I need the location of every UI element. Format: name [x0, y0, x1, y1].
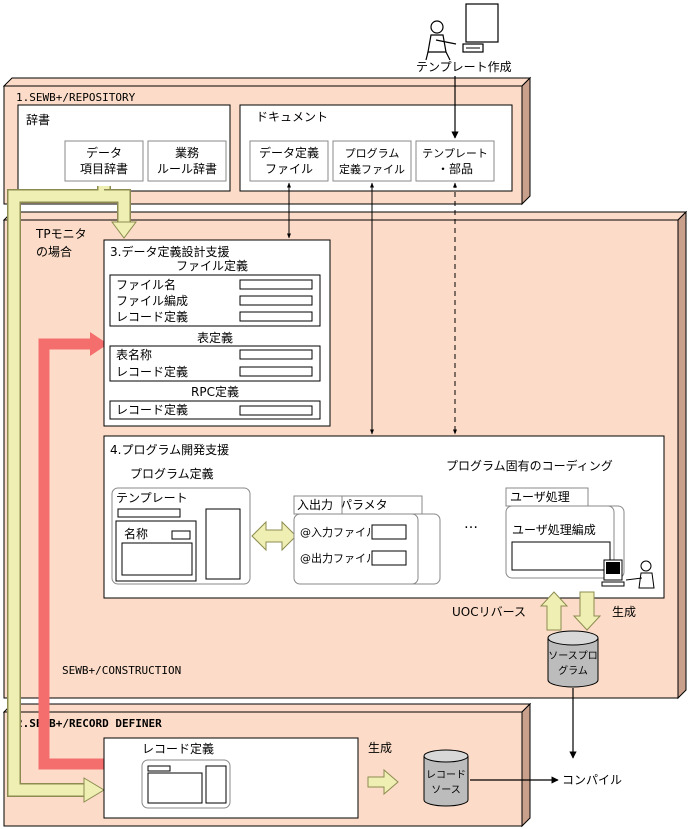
template-name-content: [121, 542, 193, 576]
data-def-file-box: [249, 140, 329, 182]
input-file-field: [371, 524, 407, 540]
output-file-label: @出力ファイル: [300, 551, 377, 565]
dictionary-flow-arrow: [7, 186, 137, 803]
file-name-field: [239, 279, 313, 290]
record-source-line1: レコード: [426, 770, 466, 781]
file-def-title: ファイル定義: [176, 258, 248, 273]
coder-figure-icon: [601, 559, 655, 589]
table-def-row-table-name: 表名称: [116, 347, 152, 362]
io-tab: [293, 495, 343, 515]
document-title: ドキュメント: [256, 110, 328, 124]
template-parts-box: [415, 140, 495, 182]
developer-figure-icon: [425, 20, 457, 61]
program-def-file-box: [332, 140, 412, 182]
data-def-file-line2: ファイル: [265, 162, 313, 176]
unique-coding-label: プログラム固有のコーディング: [446, 458, 613, 473]
rpc-def-row-record-def: レコード定義: [116, 402, 188, 417]
record-source-cylinder: [423, 749, 469, 807]
program-def-file-line1: プログラム: [345, 146, 400, 160]
io-tab-label: 入出力: [297, 498, 333, 512]
template-side-panel: [205, 508, 241, 580]
dictionary-title: 辞書: [26, 112, 50, 127]
data-def-support-title: 3.データ定義設計支援: [110, 244, 229, 259]
file-def-row-record-def: レコード定義: [116, 309, 188, 324]
output-file-field: [371, 550, 407, 566]
source-program-line2: グラム: [558, 664, 588, 677]
ellipsis: …: [464, 516, 478, 532]
data-def-support-box: [103, 239, 331, 427]
record-def-flow-arrow: [38, 332, 108, 770]
generate-label-1: 生成: [612, 605, 636, 619]
template-label: テンプレート: [116, 491, 188, 505]
uoc-reverse-arrow: [539, 591, 569, 631]
program-def-file-line2: 定義ファイル: [339, 162, 405, 176]
tp-monitor-label-line2: の場合: [36, 244, 72, 259]
user-proc-content: [511, 541, 611, 571]
param-tab-label: パラメタ: [340, 498, 388, 512]
program-dev-support-title: 4.プログラム開発支援: [110, 443, 229, 457]
template-name-label: 名称: [124, 526, 148, 541]
business-rule-dict-box: [147, 140, 227, 182]
user-proc-tab-label: ユーザ処理: [510, 490, 570, 504]
template-creation-label: テンプレート作成: [416, 60, 512, 74]
table-def-row-record-def: レコード定義: [116, 364, 188, 379]
record-def-side-panel: [205, 765, 227, 804]
data-def-file-line1: データ定義: [259, 145, 319, 160]
table-record-def-field: [239, 366, 313, 377]
data-item-dict-line2: 項目辞書: [80, 161, 128, 176]
construction-label: SEWB+/CONSTRUCTION: [62, 664, 181, 677]
repository-title: 1.SEWB+/REPOSITORY: [16, 91, 136, 104]
tp-monitor-label-line1: TPモニタ: [35, 227, 87, 241]
generate-arrow-up: [572, 591, 602, 631]
rpc-record-def-field: [239, 405, 313, 416]
record-definer-title: 2.SEWB+/RECORD DEFINER: [16, 717, 162, 730]
record-def-main-panel: [147, 772, 203, 804]
compile-label: コンパイル: [562, 773, 622, 787]
data-item-dict-line1: データ: [86, 145, 122, 160]
business-rule-dict-line2: ルール辞書: [157, 161, 217, 176]
program-def-label: プログラム定義: [130, 466, 214, 481]
template-name-field: [171, 530, 191, 540]
template-parts-line2: ・部品: [437, 161, 473, 176]
template-parts-line1: テンプレート: [422, 147, 488, 160]
source-program-cylinder: [547, 630, 599, 688]
data-item-dict-box: [64, 140, 144, 182]
template-title-bar: [117, 508, 181, 518]
file-org-field: [239, 295, 313, 306]
uoc-reverse-label: UOCリバース: [452, 605, 526, 619]
input-file-label: @入力ファイル: [300, 526, 377, 539]
table-name-field: [239, 349, 313, 360]
file-def-row-file-name: ファイル名: [116, 277, 176, 292]
computer-icon: [462, 3, 499, 53]
rpc-def-title: RPC定義: [191, 384, 239, 399]
file-def-row-file-org: ファイル編成: [116, 293, 188, 308]
source-program-line1: ソースプロ: [548, 650, 598, 662]
table-def-title: 表定義: [197, 330, 233, 345]
record-def-titlebar: [147, 765, 171, 772]
user-proc-org-label: ユーザ処理編成: [512, 522, 596, 537]
generate-label-2: 生成: [368, 741, 392, 755]
record-source-line2: ソース: [431, 785, 461, 796]
record-def-label: レコード定義: [142, 741, 214, 756]
file-record-def-field: [239, 311, 313, 322]
generate-arrow-right: [367, 768, 399, 796]
business-rule-dict-line1: 業務: [175, 146, 199, 160]
